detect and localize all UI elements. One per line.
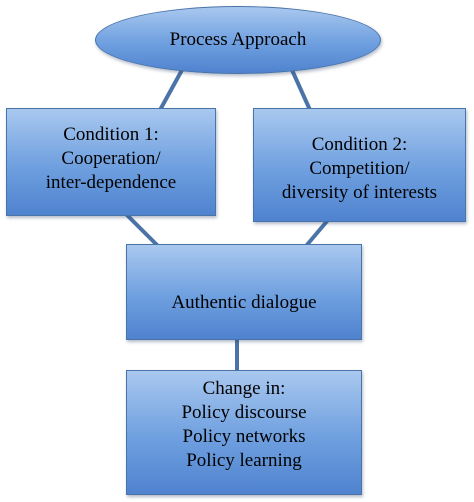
process-approach-node: Process Approach [95,6,381,74]
change-in-line-2: Policy discourse [181,402,307,423]
authentic-dialogue-node: Authentic dialogue [126,244,362,340]
connector-process-condition1 [158,69,184,111]
condition-2-node: Condition 2: Competition/ diversity of i… [253,108,466,222]
change-in-line-4: Policy learning [186,450,302,471]
condition-2-line-2: Competition/ [309,158,410,179]
condition-1-line-3: inter-dependence [45,172,177,193]
condition-2-title: Condition 2: [311,134,408,155]
condition-1-line-2: Cooperation/ [61,148,161,169]
condition-1-title: Condition 1: [63,124,159,145]
change-in-title: Change in: [202,378,286,399]
condition-2-line-3: diversity of interests [281,182,438,203]
change-in-node: Change in: Policy discourse Policy netwo… [126,370,362,495]
authentic-dialogue-label: Authentic dialogue [171,292,317,313]
connector-condition2-dialogue [304,218,330,248]
change-in-line-3: Policy networks [182,426,306,447]
process-approach-label: Process Approach [169,29,307,50]
condition-1-node: Condition 1: Cooperation/ inter-dependen… [6,108,216,216]
connector-condition1-dialogue [124,212,160,248]
connector-process-condition2 [290,69,312,111]
